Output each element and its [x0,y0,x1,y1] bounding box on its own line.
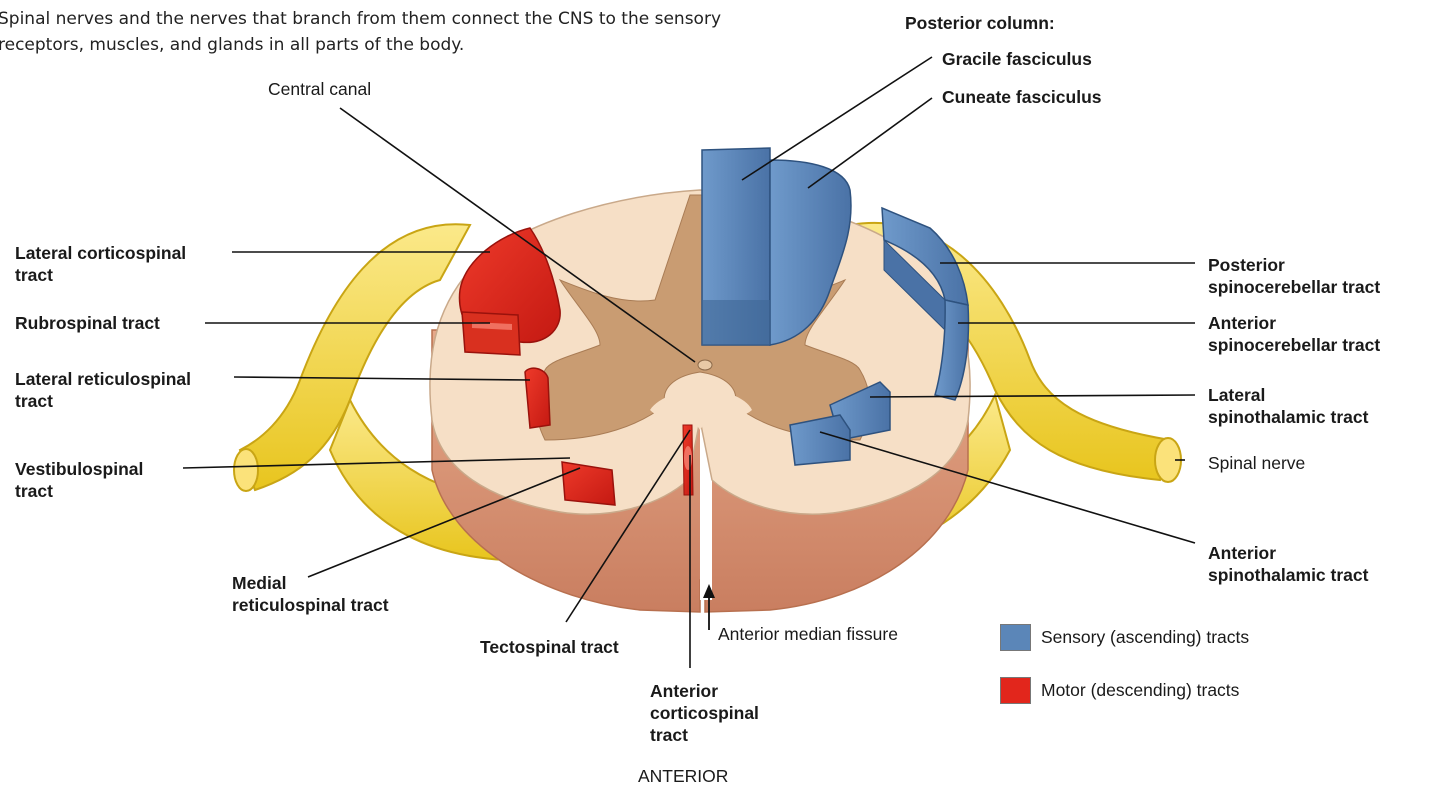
label-cuneate-fasciculus: Cuneate fasciculus [942,86,1102,108]
label-lateral-corticospinal: Lateral corticospinal tract [15,242,186,286]
lateral-reticulospinal-shape [525,368,550,428]
legend-sensory: Sensory (ascending) tracts [1000,624,1249,651]
legend-motor-label: Motor (descending) tracts [1041,680,1239,701]
label-anterior-corticospinal: Anterior corticospinal tract [650,680,759,746]
label-anterior-spinothalamic: Anterior spinothalamic tract [1208,542,1368,586]
anterior-spinothalamic-shape [790,415,850,465]
label-vestibulospinal: Vestibulospinal tract [15,458,143,502]
legend-motor: Motor (descending) tracts [1000,677,1239,704]
label-anterior: ANTERIOR [638,765,728,787]
label-central-canal: Central canal [268,78,371,100]
label-posterior-column: Posterior column: [905,12,1055,34]
label-anterior-median-fissure: Anterior median fissure [718,623,898,645]
vestibulospinal-shape [562,462,615,505]
figure-caption: Spinal nerves and the nerves that branch… [0,6,738,58]
label-gracile-fasciculus: Gracile fasciculus [942,48,1092,70]
label-spinal-nerve: Spinal nerve [1208,452,1305,474]
label-anterior-spinocerebellar: Anterior spinocerebellar tract [1208,312,1380,356]
label-lateral-reticulospinal: Lateral reticulospinal tract [15,368,191,412]
legend-sensory-label: Sensory (ascending) tracts [1041,627,1249,648]
label-rubrospinal: Rubrospinal tract [15,312,160,334]
anterior-corticospinal-shape [683,425,693,495]
legend-motor-swatch [1000,677,1031,704]
label-lateral-spinothalamic: Lateral spinothalamic tract [1208,384,1368,428]
label-tectospinal: Tectospinal tract [480,636,619,658]
rubrospinal-shape [462,312,520,355]
label-posterior-spinocerebellar: Posterior spinocerebellar tract [1208,254,1380,298]
legend-sensory-swatch [1000,624,1031,651]
label-medial-reticulospinal: Medial reticulospinal tract [232,572,389,616]
